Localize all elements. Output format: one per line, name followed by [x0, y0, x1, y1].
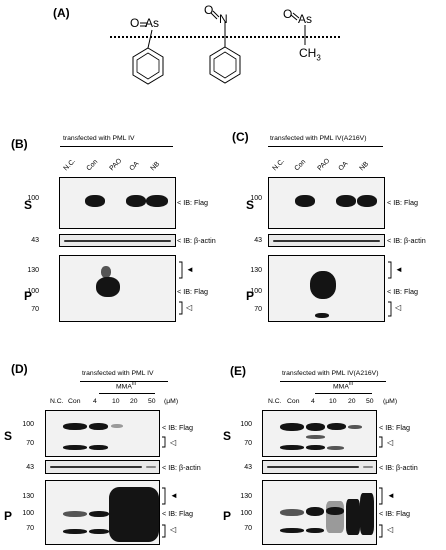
- b-ib-flag-s: < IB: Flag: [177, 198, 208, 207]
- panel-b-header: transfected with PML IV: [63, 135, 135, 142]
- d-mw-100p: 100: [22, 510, 34, 517]
- e-mw-70p: 70: [244, 525, 252, 532]
- d-arrow-filled: ◄: [170, 491, 178, 500]
- b-mw-130: 130: [27, 267, 39, 274]
- d-mw-100: 100: [22, 421, 34, 428]
- blot-c-s: [268, 177, 385, 229]
- c-arrow-open: ◁: [395, 303, 402, 312]
- lane-d-50: 50: [148, 398, 156, 405]
- panel-label-c: (C): [232, 130, 249, 144]
- e-mw-70: 70: [244, 440, 252, 447]
- panel-label-e: (E): [230, 364, 246, 378]
- b-fraction-s: S: [24, 198, 33, 212]
- blot-d-p: [45, 480, 160, 545]
- b-ib-actin: < IB: β-actin: [177, 236, 216, 245]
- blot-c-p: [268, 255, 385, 322]
- struct1-o: O: [130, 16, 140, 30]
- lane-e-50: 50: [366, 398, 374, 405]
- lane-d-4: 4: [93, 398, 97, 405]
- c-arrow-filled: ◄: [395, 265, 403, 274]
- d-mw-70p: 70: [26, 525, 34, 532]
- d-mw-70: 70: [26, 440, 34, 447]
- blot-b-actin: [59, 234, 176, 247]
- e-mw-100: 100: [240, 421, 252, 428]
- d-arrow-open-s: ◁: [170, 438, 177, 447]
- struct3-ch: CH3: [299, 46, 321, 63]
- b-mw-70: 70: [31, 306, 39, 313]
- c-mw-100: 100: [250, 195, 262, 202]
- c-fraction-s: S: [246, 198, 255, 212]
- e-mw-130: 130: [240, 493, 252, 500]
- d-fraction-p: P: [4, 509, 13, 523]
- blot-b-s: [59, 177, 176, 229]
- panel-label-b: (B): [11, 137, 28, 151]
- lane-d-unit: (μM): [164, 398, 179, 405]
- blot-c-actin: [268, 234, 385, 247]
- c-ib-flag-p: < IB: Flag: [387, 287, 418, 296]
- lane-d-con: Con: [68, 398, 81, 405]
- c-mw-130: 130: [250, 267, 262, 274]
- blot-e-actin: [262, 460, 377, 474]
- b-arrow-filled: ◄: [186, 265, 194, 274]
- lane-e-unit: (μM): [383, 398, 398, 405]
- b-arrow-open: ◁: [186, 303, 193, 312]
- struct3-o: O: [283, 7, 293, 21]
- d-arrow-open-p: ◁: [170, 525, 177, 534]
- blot-d-s: [45, 410, 160, 457]
- c-ib-flag-s: < IB: Flag: [387, 198, 418, 207]
- d-ib-actin: < IB: β-actin: [162, 463, 201, 472]
- d-fraction-s: S: [4, 429, 13, 443]
- d-mw-130: 130: [22, 493, 34, 500]
- d-mw-43: 43: [26, 464, 34, 471]
- struct3-as: As: [298, 12, 313, 26]
- b-mw-43: 43: [31, 237, 39, 244]
- e-ib-flag-p: < IB: Flag: [379, 509, 410, 518]
- lane-e-20: 20: [348, 398, 356, 405]
- c-mw-43: 43: [254, 237, 262, 244]
- c-mw-70: 70: [254, 306, 262, 313]
- panel-d-header: transfected with PML IV: [82, 370, 154, 377]
- struct1-as: As: [145, 16, 160, 30]
- struct2-n: N: [219, 12, 228, 26]
- e-mw-43: 43: [244, 464, 252, 471]
- panel-e-header: transfected with PML IV(A216V): [282, 370, 379, 377]
- d-ib-flag-p: < IB: Flag: [162, 509, 193, 518]
- e-mw-100p: 100: [240, 510, 252, 517]
- d-ib-flag-s: < IB: Flag: [162, 423, 193, 432]
- lane-d-20: 20: [130, 398, 138, 405]
- lane-e-4: 4: [311, 398, 315, 405]
- panel-label-a: (A): [53, 6, 70, 20]
- e-fraction-p: P: [223, 509, 232, 523]
- panel-d-group: MMAIII: [116, 381, 137, 391]
- lane-e-10: 10: [329, 398, 337, 405]
- lane-d-nc: N.C.: [50, 398, 64, 405]
- b-mw-100p: 100: [27, 288, 39, 295]
- b-fraction-p: P: [24, 289, 33, 303]
- c-ib-actin: < IB: β-actin: [387, 236, 426, 245]
- b-mw-100: 100: [27, 195, 39, 202]
- c-fraction-p: P: [246, 289, 255, 303]
- e-arrow-open-p: ◁: [387, 525, 394, 534]
- panel-label-d: (D): [11, 362, 28, 376]
- struct2-o: O: [204, 3, 214, 17]
- blot-d-actin: [45, 460, 160, 474]
- lane-e-con: Con: [287, 398, 300, 405]
- lane-d-10: 10: [112, 398, 120, 405]
- b-ib-flag-p: < IB: Flag: [177, 287, 208, 296]
- panel-c-header: transfected with PML IV(A216V): [270, 135, 367, 142]
- blot-b-p: [59, 255, 176, 322]
- lane-e-nc: N.C.: [268, 398, 282, 405]
- e-ib-actin: < IB: β-actin: [379, 463, 418, 472]
- e-arrow-filled: ◄: [387, 491, 395, 500]
- e-ib-flag-s: < IB: Flag: [379, 423, 410, 432]
- blot-e-s: [262, 410, 377, 457]
- e-fraction-s: S: [223, 429, 232, 443]
- c-mw-100p: 100: [250, 288, 262, 295]
- blot-e-p: [262, 480, 377, 545]
- e-arrow-open-s: ◁: [387, 438, 394, 447]
- panel-e-group: MMAIII: [333, 381, 354, 391]
